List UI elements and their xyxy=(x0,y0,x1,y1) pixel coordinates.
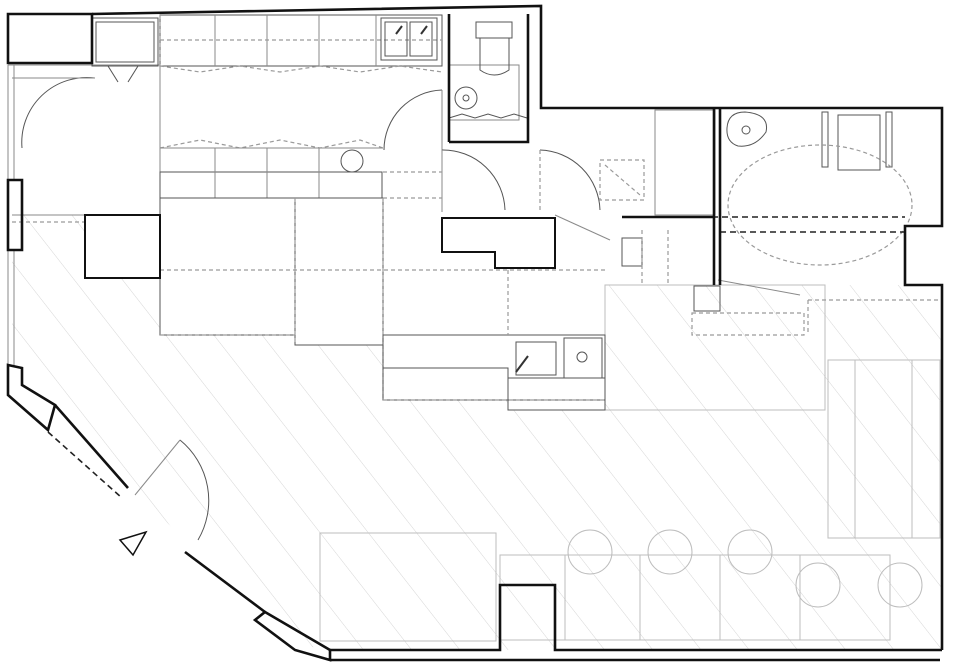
chair xyxy=(877,562,923,608)
walls xyxy=(6,4,944,662)
chair xyxy=(567,529,613,575)
toilet-icon xyxy=(479,37,510,76)
washbasin-icon xyxy=(454,86,478,110)
door-swings xyxy=(12,77,801,541)
washbasin-icon xyxy=(726,111,768,147)
bench xyxy=(319,532,497,642)
furniture-layer xyxy=(319,284,941,642)
cooktop-icon xyxy=(340,149,364,173)
sofa xyxy=(827,359,941,539)
sink-icon xyxy=(380,17,438,61)
cooktop-icon xyxy=(563,337,603,379)
chair xyxy=(727,529,773,575)
wc-small xyxy=(448,21,528,121)
toilet-icon xyxy=(837,114,881,171)
tall-cabinet xyxy=(91,17,159,67)
entrance-arrow-icon xyxy=(118,530,148,557)
chair xyxy=(647,529,693,575)
chair xyxy=(795,562,841,608)
living-area-hatch xyxy=(12,215,942,650)
washbasin-icon xyxy=(515,341,557,376)
upper-counter xyxy=(91,14,443,83)
beam-lines xyxy=(159,15,905,233)
bathroom xyxy=(599,109,942,336)
lower-counter xyxy=(159,139,606,411)
